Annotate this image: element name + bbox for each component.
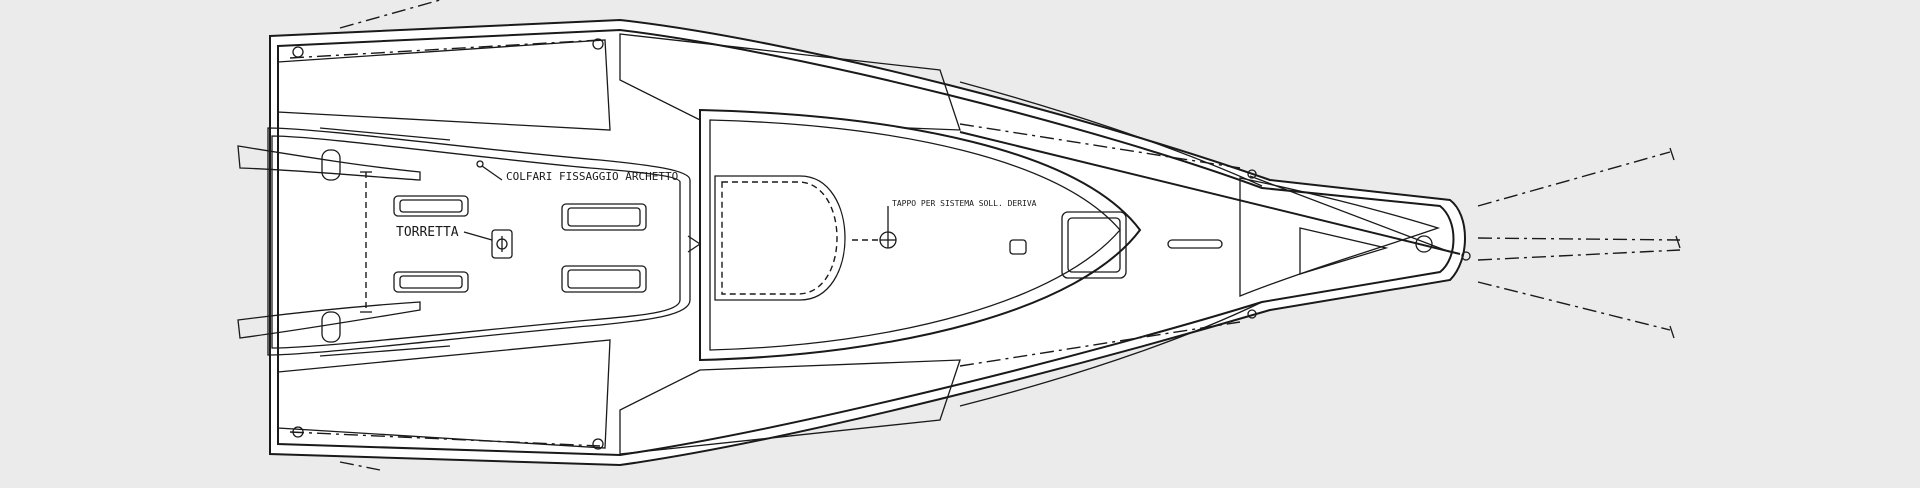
cockpit-seat-3 [561,203,647,231]
bow-pulpit [1299,227,1389,275]
starboard-bench [277,339,611,449]
cockpit-outline [267,127,691,356]
tappo-label: TAPPO PER SISTEMA SOLL. DERIVA [892,199,1037,208]
port-bench [277,39,611,131]
cockpit-inner [271,135,681,349]
hull-inner-outline [277,28,1455,457]
cockpit-seat-1 [393,195,469,217]
companionway-hatch [714,175,846,301]
coachroof [699,108,1142,362]
forward-hatch [1061,211,1127,279]
starboard-side-deck [619,359,961,455]
cockpit-seat-2 [393,271,469,293]
bow-outline [1239,177,1441,297]
starboard-tiller [237,301,421,339]
cockpit-seat-4 [561,265,647,293]
port-tiller [237,145,421,181]
torretta-label: TORRETTA [396,225,459,240]
colfari-label: COLFARI FISSAGGIO ARCHETTO [506,170,678,183]
torretta-fitting [491,229,513,259]
